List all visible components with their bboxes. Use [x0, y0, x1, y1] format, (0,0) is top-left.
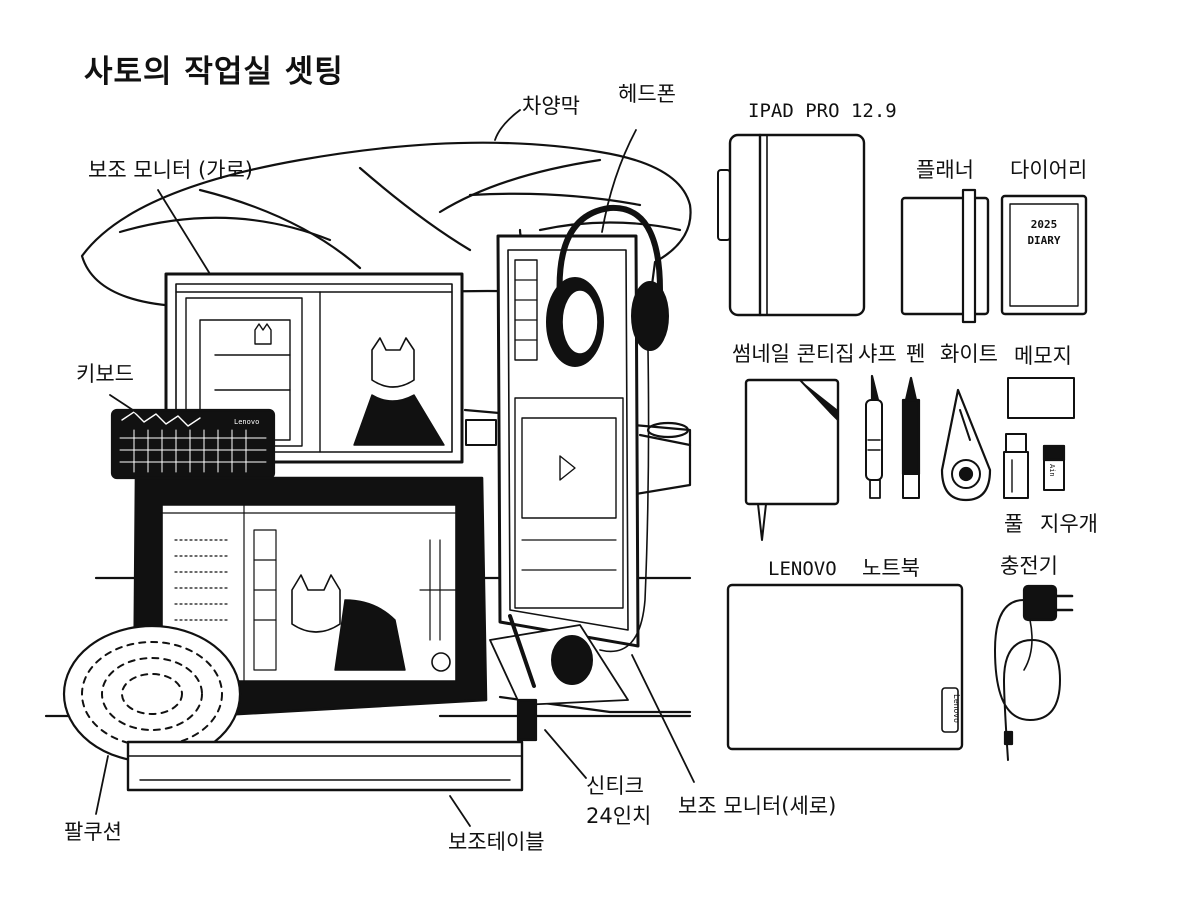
- label-wrist-cushion: 팔쿠션: [64, 820, 122, 844]
- label-mech-pencil: 샤프: [858, 342, 897, 366]
- side-table: [126, 740, 524, 792]
- lenovo-laptop: [726, 583, 964, 751]
- label-headphones: 헤드폰: [618, 82, 676, 106]
- sub-monitor-portrait: [496, 234, 640, 648]
- diary-cover-text: DIARY: [1027, 234, 1060, 247]
- label-planner: 플래너: [916, 158, 974, 182]
- laptop-badge-text: Lenovo: [952, 694, 961, 723]
- correction-tape: [940, 388, 992, 502]
- planner: [900, 188, 990, 324]
- glue-stick: [1003, 433, 1029, 499]
- label-cintiq-size: 24인치: [586, 804, 652, 828]
- sub-monitor-landscape: [164, 272, 497, 464]
- desk-accessories: [489, 614, 629, 742]
- leader-lines: [95, 109, 695, 827]
- thumbnail-storyboard-book: [744, 378, 840, 541]
- label-diary: 다이어리: [1010, 158, 1088, 182]
- charger: [994, 584, 1074, 761]
- label-glue: 풀: [1004, 512, 1024, 536]
- label-cintiq: 신티크: [586, 774, 644, 798]
- label-side-table: 보조테이블: [448, 830, 545, 854]
- memo-pad: [1007, 377, 1075, 419]
- label-eraser: 지우개: [1040, 512, 1098, 536]
- label-pen: 펜: [906, 342, 926, 366]
- label-sunshade: 차양막: [522, 94, 580, 118]
- headphones: [546, 204, 669, 653]
- label-correction-tape: 화이트: [940, 342, 998, 366]
- page-title: 사토의 작업실 셋팅: [84, 54, 344, 90]
- diary: [1000, 194, 1088, 316]
- label-ipad: IPAD PRO 12.9: [748, 100, 897, 122]
- diary-year-text: 2025: [1031, 218, 1058, 231]
- label-sub-monitor-landscape: 보조 모니터 (가로): [88, 158, 253, 182]
- label-keyboard: 키보드: [76, 362, 134, 386]
- keyboard-brand-text: Lenovo: [234, 418, 259, 426]
- label-memo-pad: 메모지: [1014, 344, 1072, 368]
- ipad-pro: [717, 133, 866, 317]
- eraser-mark-text: Ain: [1048, 464, 1056, 477]
- label-charger: 충전기: [1000, 554, 1058, 578]
- wrist-cushion: [62, 624, 242, 764]
- mechanical-pencil: [865, 374, 883, 499]
- label-laptop-brand: LENOVO: [768, 558, 837, 580]
- eraser: [1042, 444, 1066, 491]
- label-laptop: 노트북: [862, 556, 920, 580]
- pen: [901, 376, 921, 499]
- label-thumbnail-storyboard: 썸네일 콘티집: [732, 342, 855, 366]
- label-sub-monitor-portrait: 보조 모니터(세로): [678, 794, 837, 818]
